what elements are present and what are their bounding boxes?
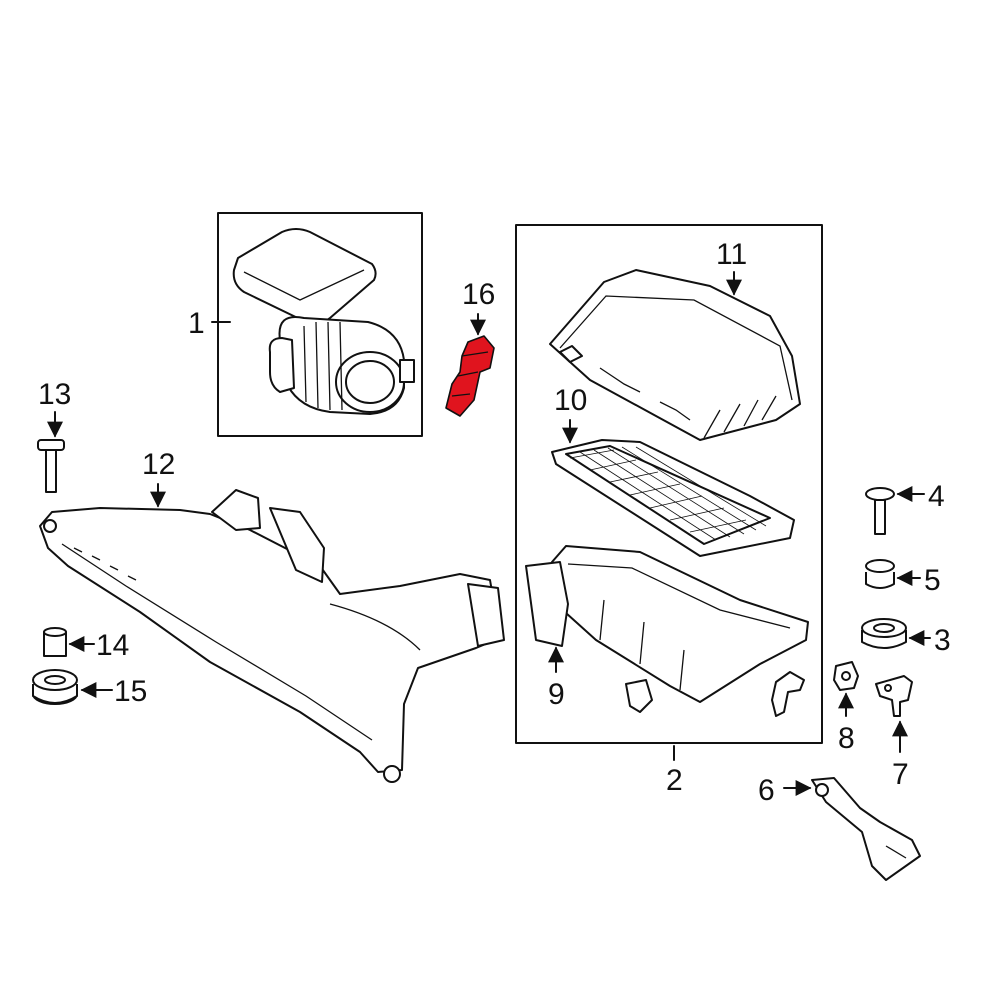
part-8-clip[interactable] — [833, 661, 859, 691]
callout-12: 12 — [142, 448, 175, 481]
part-15-grommet[interactable] — [32, 669, 78, 705]
callout-3: 3 — [934, 624, 951, 657]
callout-15: 15 — [114, 675, 147, 708]
part-13-bolt[interactable] — [37, 439, 65, 493]
callout-6: 6 — [758, 774, 775, 807]
callout-13: 13 — [38, 378, 71, 411]
part-3-grommet[interactable] — [861, 618, 907, 649]
part-5-spacer[interactable] — [865, 559, 895, 589]
part-10-filter-element[interactable] — [551, 439, 795, 557]
callout-4: 4 — [928, 480, 945, 513]
part-7-bracket[interactable] — [875, 675, 913, 717]
callout-7: 7 — [892, 758, 909, 791]
part-16-mass-air-flow-sensor[interactable] — [445, 335, 495, 417]
part-11-upper-housing[interactable] — [549, 269, 801, 441]
part-14-spacer[interactable] — [43, 627, 67, 657]
callout-16: 16 — [462, 278, 495, 311]
callout-10: 10 — [554, 384, 587, 417]
callout-2: 2 — [666, 764, 683, 797]
callout-9: 9 — [548, 678, 565, 711]
group-box-1 — [217, 212, 423, 437]
part-9-lower-housing[interactable] — [525, 545, 809, 717]
part-12-intake-duct[interactable] — [39, 489, 505, 783]
callout-5: 5 — [924, 564, 941, 597]
group-box-2 — [515, 224, 823, 744]
callout-8: 8 — [838, 722, 855, 755]
callout-14: 14 — [96, 629, 129, 662]
part-1-air-duct[interactable] — [232, 228, 415, 415]
part-6-bracket[interactable] — [811, 777, 921, 881]
part-4-bolt[interactable] — [865, 487, 895, 535]
callout-11: 11 — [716, 238, 747, 271]
callout-1: 1 — [188, 307, 205, 340]
